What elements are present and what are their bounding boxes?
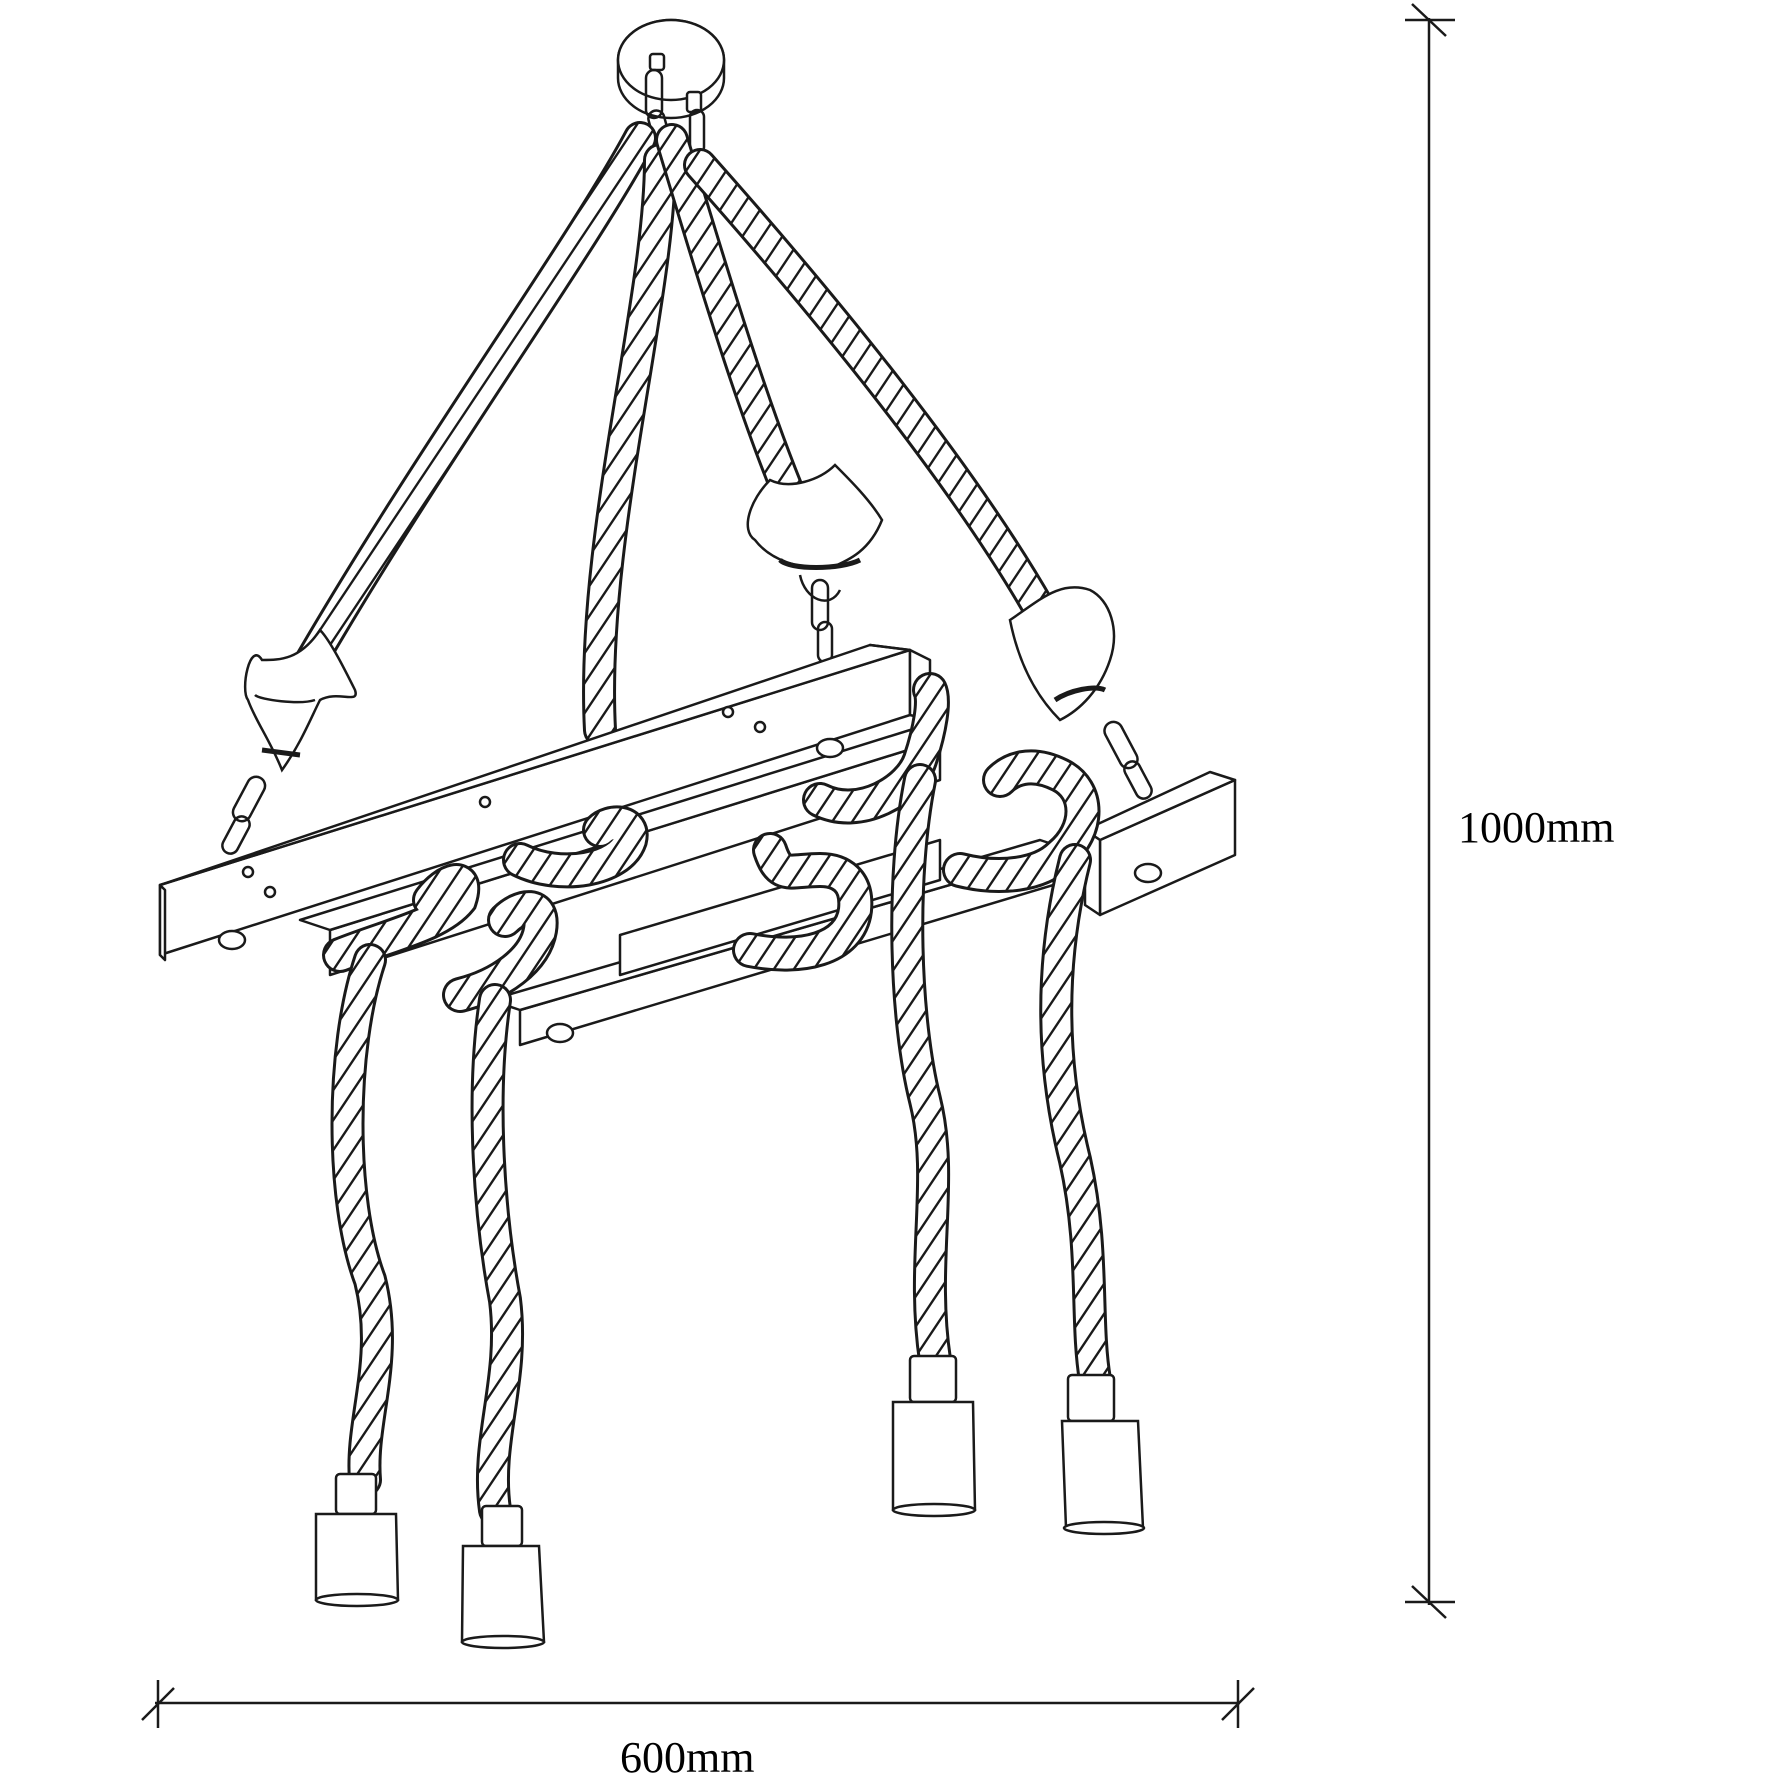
width-dimension-label: 600mm [620, 1733, 755, 1782]
rope-tassel-center [746, 463, 884, 602]
lamp-socket-2 [460, 1504, 546, 1650]
rope-wrap-1 [322, 863, 481, 973]
suspension-rope-left [283, 121, 657, 697]
width-dimension-line [141, 1680, 1255, 1728]
suspension-rope-center [582, 143, 677, 747]
pendant-rope-4 [1039, 843, 1112, 1397]
frame-beam-front-top [158, 643, 932, 962]
rope-wrap-6 [942, 749, 1101, 893]
pendant-rope-1 [330, 943, 394, 1497]
ceiling-canopy [616, 18, 726, 120]
lamp-sockets [314, 1354, 1146, 1650]
suspension-ropes [283, 121, 1057, 747]
pendant-ropes [330, 763, 1112, 1527]
rope-wrap-4 [732, 832, 874, 972]
rope-wrap-3 [502, 805, 649, 889]
frame-bolts [217, 705, 1163, 1044]
rope-tassel-right [1008, 586, 1116, 722]
pendant-rope-2 [470, 983, 525, 1527]
pendant-rope-3 [890, 763, 952, 1377]
suspension-rope-right [683, 148, 1057, 627]
suspension-rope-mid-right [655, 123, 817, 537]
height-dimension-label: 1000mm [1458, 803, 1615, 852]
lamp-socket-4 [1060, 1373, 1146, 1536]
lamp-socket-1 [314, 1472, 400, 1608]
rope-tassel-left [243, 628, 357, 773]
lamp-socket-3 [891, 1354, 977, 1518]
height-dimension-line [1405, 3, 1455, 1619]
frame-beam-right [1083, 770, 1237, 917]
